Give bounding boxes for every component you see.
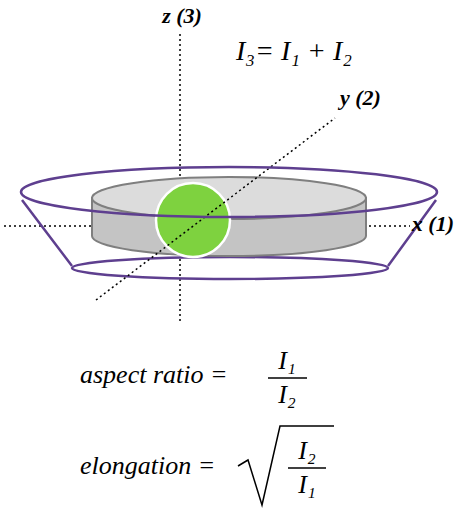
fraction-numerator: I₁ [278, 347, 296, 376]
y-axis [96, 118, 335, 300]
fraction-denominator: I₂ [278, 381, 296, 410]
ellipsoid-top [21, 167, 437, 217]
formula-text: elongation = [80, 452, 215, 481]
sqrt-sign [238, 426, 334, 505]
equation: I₃= I₁ + I₂ [236, 36, 352, 67]
axis-label: z (3) [162, 4, 202, 28]
fraction-denominator: I₁ [298, 471, 316, 500]
ellipsoid-bottom [72, 257, 388, 279]
axis-label: x (1) [412, 212, 454, 236]
fraction-numerator: I₂ [298, 437, 316, 466]
fraction-bar [288, 467, 326, 469]
formula-text: aspect ratio = [80, 361, 228, 390]
axis-label: y (2) [340, 86, 381, 110]
sphere [156, 183, 230, 257]
fraction-bar [268, 377, 307, 379]
